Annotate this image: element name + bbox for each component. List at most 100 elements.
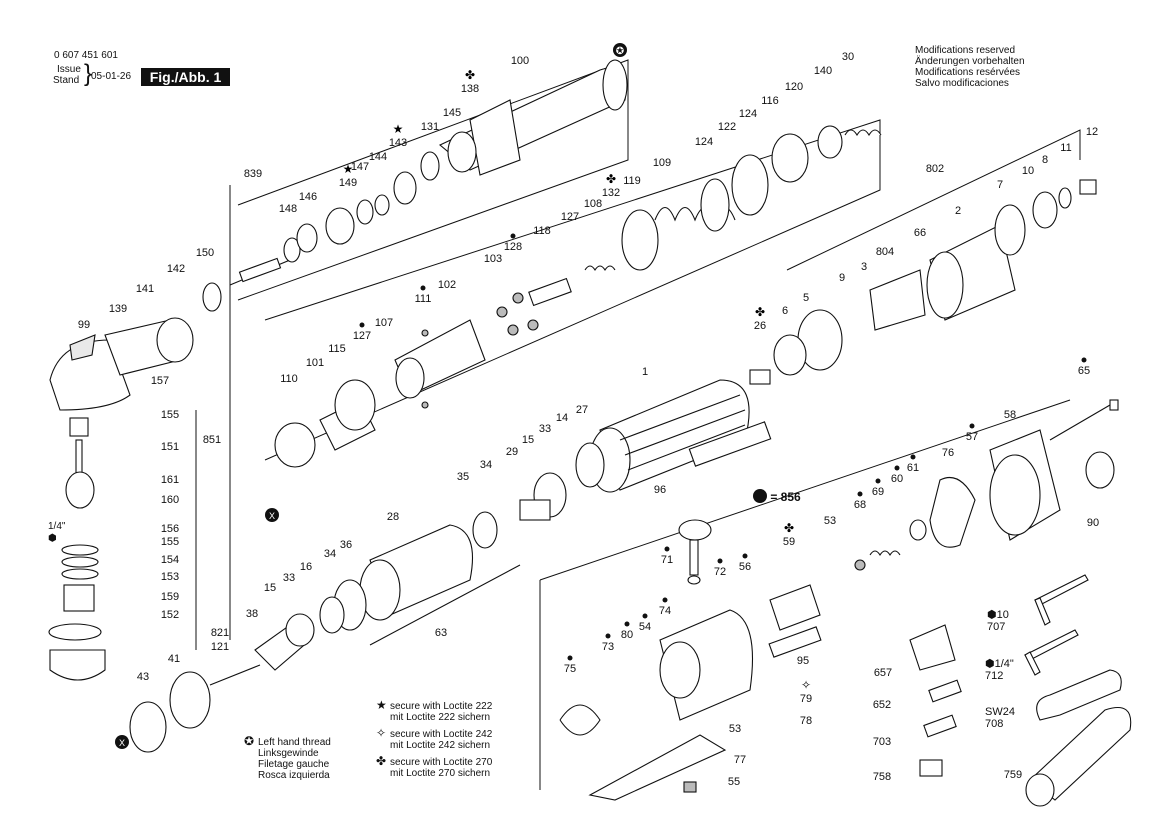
left-hand-thread-icon: ✪ [244,734,255,748]
part-number-label: 29 [506,446,518,458]
part-number-label: 95 [797,655,809,667]
svg-text:X: X [269,511,275,521]
svg-text:X: X [119,738,125,748]
part-number-label: 804 [876,246,894,258]
angle-head-housing-100 [438,59,628,176]
part-number-label: 34 [324,548,336,560]
part-number-label: 152 [161,609,179,621]
part-number-label: 55 [728,776,740,788]
legend-line: secure with Loctite 222 [390,701,493,712]
part-number-label: 141 [136,283,154,295]
motor-group [749,179,1097,385]
gear-carrier-28 [319,472,567,646]
legend-line: mit Loctite 222 sichern [390,712,491,723]
part-number-label: 157 [151,375,169,387]
hex-size-label: 1/4" ⬢ [48,521,65,545]
part-number-label: 71 [661,554,673,566]
part-712: 712 [985,670,1004,682]
brace-icon: } [84,60,93,87]
part-number-label: 58 [1004,409,1016,421]
loctite-marker-icon: ✤ [755,305,765,319]
mod-line: Salvo modificaciones [915,78,1009,89]
part-number-label: 57 [966,431,978,443]
part-number-label: 2 [955,205,961,217]
part-number-label: 61 [907,462,919,474]
part-number-label: 54 [639,621,651,633]
part-number-label: 150 [196,247,214,259]
wrench-708-label: SW24 708 [985,706,1015,730]
part-number-label: 122 [718,121,736,133]
grease-dot-icon [910,454,916,460]
grease-dot-icon [753,489,767,503]
legend-line: Linksgewinde [258,748,319,759]
part-number-label: 110 [280,373,298,385]
gear-shaft-group [202,131,477,312]
grease-dot-icon [567,655,573,661]
part-number-label: 69 [872,486,884,498]
part-number-label: 119 [623,175,641,187]
grease-dot-icon [510,233,516,239]
legend-line: mit Loctite 242 sichern [390,740,491,751]
part-number-label: 124 [695,136,713,148]
mod-line: Modifications reserved [915,45,1016,56]
part-number-label: 15 [264,582,276,594]
part-number-label: 80 [621,629,633,641]
grease-dot-icon [969,423,975,429]
part-number-label: 758 [873,771,891,783]
spindle-38 [129,613,315,753]
hex-icon: ⬢ [987,609,997,621]
doc-number: 0 607 451 601 [54,50,118,61]
issue-date: 05-01-26 [91,71,132,82]
part-number-label: 759 [1004,769,1022,781]
part-number-label: 103 [484,253,502,265]
part-number-label: 15 [522,434,534,446]
loctite-marker-icon: ★ [393,122,404,136]
svg-text:✪: ✪ [616,46,624,57]
part-number-label: 802 [926,163,944,175]
part-number-label: 652 [873,699,891,711]
legend-line: Filetage gauche [258,759,330,770]
part-number-label: 155 [161,409,179,421]
part-number-label: 154 [161,554,179,566]
valve-assembly [274,319,486,468]
part-number-label: 161 [161,474,179,486]
assembly-frames [195,59,1081,790]
spindle-stack [48,417,106,681]
part-number-label: 60 [891,473,903,485]
part-number-label: 147 [351,161,369,173]
grease-dot-icon [875,478,881,484]
part-number-label: 34 [480,459,492,471]
loctite-legend: ★ secure with Loctite 222 mit Loctite 22… [376,699,493,782]
part-707: 707 [987,621,1006,633]
part-708: 708 [985,718,1004,730]
loctite-marker-icon: ✤ [606,172,616,186]
part-number-label: 6 [782,305,788,317]
part-number-label: 26 [754,320,766,332]
part-number-label: 38 [246,608,258,620]
part-number-label: 53 [729,723,741,735]
part-number-label: 30 [842,51,854,63]
wrench-size: 1/4" [994,658,1014,670]
part-number-label: 33 [283,572,295,584]
part-number-label: 74 [659,605,671,617]
part-number-label: 153 [161,571,179,583]
grease-dot-icon [894,465,900,471]
part-number-label: 703 [873,736,891,748]
grease-dot-icon [742,553,748,559]
part-number-labels: 100138✤145131143★147144149★1461488391501… [78,51,1099,788]
part-number-label: 63 [435,627,447,639]
legend-line: secure with Loctite 242 [390,729,493,740]
loctite-marker-icon: ✤ [784,521,794,535]
part-number-label: 14 [556,412,568,424]
left-hand-thread-markers: ✪ X X [115,43,627,749]
wrench-707-label: ⬢10 707 [987,609,1009,633]
mod-line: Änderungen vorbehalten [915,56,1025,67]
part-number-label: 33 [539,423,551,435]
hex-icon: ⬢ [985,658,995,670]
figure-badge: Fig./Abb. 1 [141,68,230,86]
wrench-size: 10 [996,609,1009,621]
part-number-label: 121 [211,641,229,653]
part-number-label: 16 [300,561,312,573]
